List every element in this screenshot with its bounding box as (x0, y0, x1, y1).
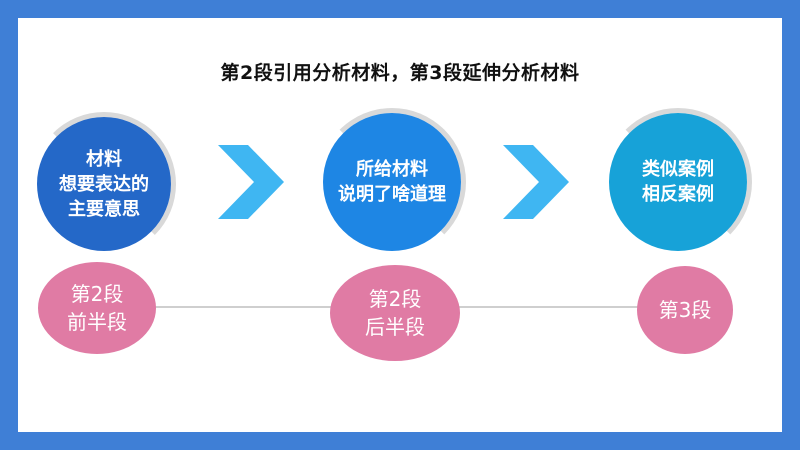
chevron-right-icon (218, 145, 284, 219)
step-3-line-1: 类似案例 (642, 159, 714, 180)
step-2-tag-line-1: 第2段 (368, 287, 422, 311)
step-1-line-2: 想要表达的 (59, 173, 149, 195)
step-2-line-1: 所给材料 (356, 159, 428, 180)
step-2-circle: 所给材料 说明了啥道理 (323, 113, 461, 251)
step-3-line-2: 相反案例 (642, 184, 714, 205)
step-3-tag: 第3段 (637, 266, 733, 354)
step-1-line-3: 主要意思 (68, 198, 140, 220)
step-1-circle: 材料 想要表达的 主要意思 (37, 117, 171, 251)
step-1-tag: 第2段 前半段 (38, 262, 156, 354)
chevron-right-icon (503, 145, 569, 219)
step-2-tag: 第2段 后半段 (330, 265, 460, 361)
step-3-tag-line-1: 第3段 (658, 298, 712, 322)
step-3-ring (604, 108, 752, 256)
step-1-ring (32, 112, 176, 256)
step-2-tag-line-2: 后半段 (365, 315, 425, 339)
step-1-tag-line-1: 第2段 (70, 282, 124, 306)
step-3-circle: 类似案例 相反案例 (609, 113, 747, 251)
step-1-tag-line-2: 前半段 (67, 310, 127, 334)
slide-title: 第2段引用分析材料，第3段延伸分析材料 (220, 62, 580, 84)
step-2-ring (318, 108, 466, 256)
step-1-line-1: 材料 (86, 148, 122, 170)
step-2-line-2: 说明了啥道理 (338, 184, 446, 205)
